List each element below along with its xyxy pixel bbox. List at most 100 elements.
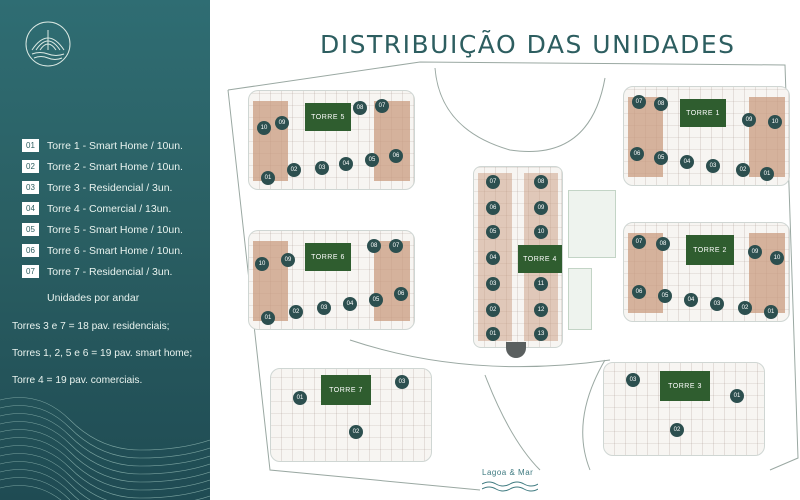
tower-7[interactable]: TORRE 7 01 03 02 (270, 368, 432, 462)
unit-marker: 03 (710, 297, 724, 311)
tower-legend: 01 Torre 1 - Smart Home / 10un. 02 Torre… (22, 135, 202, 282)
tower-4[interactable]: TORRE 4 07 08 06 09 05 10 04 03 11 02 12… (473, 166, 563, 348)
legend-text: Torre 7 - Residencial / 3un. (47, 265, 173, 278)
legend-item: 07 Torre 7 - Residencial / 3un. (22, 261, 202, 282)
open-area (568, 268, 592, 330)
legend-number: 07 (22, 265, 39, 278)
unit-marker: 04 (680, 155, 694, 169)
unit-marker: 09 (742, 113, 756, 127)
unit-marker: 02 (486, 303, 500, 317)
tower-label: TORRE 3 (660, 371, 710, 401)
unit-marker: 05 (486, 225, 500, 239)
unit-marker: 03 (395, 375, 409, 389)
unit-marker: 02 (349, 425, 363, 439)
legend-text: Torre 2 - Smart Home / 10un. (47, 160, 183, 173)
tower-5[interactable]: TORRE 5 09 10 08 07 01 02 03 04 05 06 (248, 90, 415, 190)
unit-marker: 08 (534, 175, 548, 189)
unit-marker: 01 (760, 167, 774, 181)
unit-marker: 02 (738, 301, 752, 315)
unit-marker: 08 (656, 237, 670, 251)
unit-marker: 01 (764, 305, 778, 319)
tower-6[interactable]: TORRE 6 10 09 08 07 01 02 03 04 05 06 (248, 230, 415, 330)
unit-marker: 04 (486, 251, 500, 265)
legend-text: Torre 5 - Smart Home / 10un. (47, 223, 183, 236)
site-outline (227, 61, 799, 491)
unit-marker: 04 (339, 157, 353, 171)
unit-marker: 02 (287, 163, 301, 177)
tower-3[interactable]: TORRE 3 03 01 02 (603, 362, 765, 456)
unit-marker: 10 (770, 251, 784, 265)
page-title: DISTRIBUIÇÃO DAS UNIDADES (320, 30, 736, 59)
unit-marker: 13 (534, 327, 548, 341)
tower-label: TORRE 4 (518, 245, 562, 273)
shell-logo-icon (25, 21, 71, 67)
unit-marker: 05 (365, 153, 379, 167)
unit-marker: 01 (730, 389, 744, 403)
legend-number: 06 (22, 244, 39, 257)
unit-marker: 08 (367, 239, 381, 253)
sidebar-panel: 01 Torre 1 - Smart Home / 10un. 02 Torre… (0, 0, 210, 500)
unit-marker: 11 (534, 277, 548, 291)
legend-text: Torre 3 - Residencial / 3un. (47, 181, 173, 194)
unit-marker: 09 (534, 201, 548, 215)
unit-marker: 12 (534, 303, 548, 317)
tower-label: TORRE 1 (680, 99, 726, 127)
unit-marker: 08 (654, 97, 668, 111)
wave-pattern-decoration (0, 397, 210, 500)
legend-number: 02 (22, 160, 39, 173)
unit-marker: 03 (626, 373, 640, 387)
unit-marker: 02 (736, 163, 750, 177)
tower-label: TORRE 2 (686, 235, 734, 265)
unit-marker: 03 (315, 161, 329, 175)
legend-item: 02 Torre 2 - Smart Home / 10un. (22, 156, 202, 177)
unit-marker: 07 (375, 99, 389, 113)
unit-marker: 10 (257, 121, 271, 135)
unit-marker: 09 (281, 253, 295, 267)
unit-marker: 07 (632, 95, 646, 109)
legend-item: 04 Torre 4 - Comercial / 13un. (22, 198, 202, 219)
unit-marker: 04 (343, 297, 357, 311)
unit-marker: 06 (632, 285, 646, 299)
note-smart-home: Torres 1, 2, 5 e 6 = 19 pav. smart home; (12, 348, 193, 359)
unit-marker: 01 (486, 327, 500, 341)
unit-marker: 09 (275, 116, 289, 130)
legend-number: 01 (22, 139, 39, 152)
legend-number: 03 (22, 181, 39, 194)
legend-text: Torre 4 - Comercial / 13un. (47, 202, 172, 215)
unit-marker: 08 (353, 101, 367, 115)
tower-label: TORRE 5 (305, 103, 351, 131)
unit-marker: 05 (369, 293, 383, 307)
unit-marker: 06 (486, 201, 500, 215)
legend-item: 05 Torre 5 - Smart Home / 10un. (22, 219, 202, 240)
unit-marker: 05 (658, 289, 672, 303)
legend-text: Torre 1 - Smart Home / 10un. (47, 139, 183, 152)
legend-item: 03 Torre 3 - Residencial / 3un. (22, 177, 202, 198)
unit-marker: 03 (317, 301, 331, 315)
unit-marker: 06 (389, 149, 403, 163)
unit-marker: 09 (748, 245, 762, 259)
unit-marker: 07 (632, 235, 646, 249)
legend-number: 04 (22, 202, 39, 215)
note-commercial: Torre 4 = 19 pav. comerciais. (12, 375, 143, 386)
unit-marker: 02 (670, 423, 684, 437)
tower-2[interactable]: TORRE 2 07 08 09 10 06 05 04 03 02 01 (623, 222, 790, 322)
unit-marker: 06 (394, 287, 408, 301)
note-residential: Torres 3 e 7 = 18 pav. residenciais; (12, 321, 170, 332)
tower-label: TORRE 6 (305, 243, 351, 271)
unit-marker: 01 (261, 171, 275, 185)
open-area (568, 190, 616, 258)
unit-marker: 03 (486, 277, 500, 291)
unit-marker: 01 (293, 391, 307, 405)
unit-marker: 02 (289, 305, 303, 319)
unit-marker: 04 (684, 293, 698, 307)
tower-4-entrance (506, 342, 526, 358)
brand-name: Lagoa & Mar (482, 468, 534, 477)
unit-marker: 07 (389, 239, 403, 253)
unit-marker: 07 (486, 175, 500, 189)
legend-item: 01 Torre 1 - Smart Home / 10un. (22, 135, 202, 156)
unit-marker: 10 (255, 257, 269, 271)
site-plan: TORRE 5 09 10 08 07 01 02 03 04 05 06 TO… (210, 0, 800, 500)
unit-marker: 01 (261, 311, 275, 325)
tower-1[interactable]: TORRE 1 07 08 09 10 06 05 04 03 02 01 (623, 86, 790, 186)
legend-item: 06 Torre 6 - Smart Home / 10un. (22, 240, 202, 261)
